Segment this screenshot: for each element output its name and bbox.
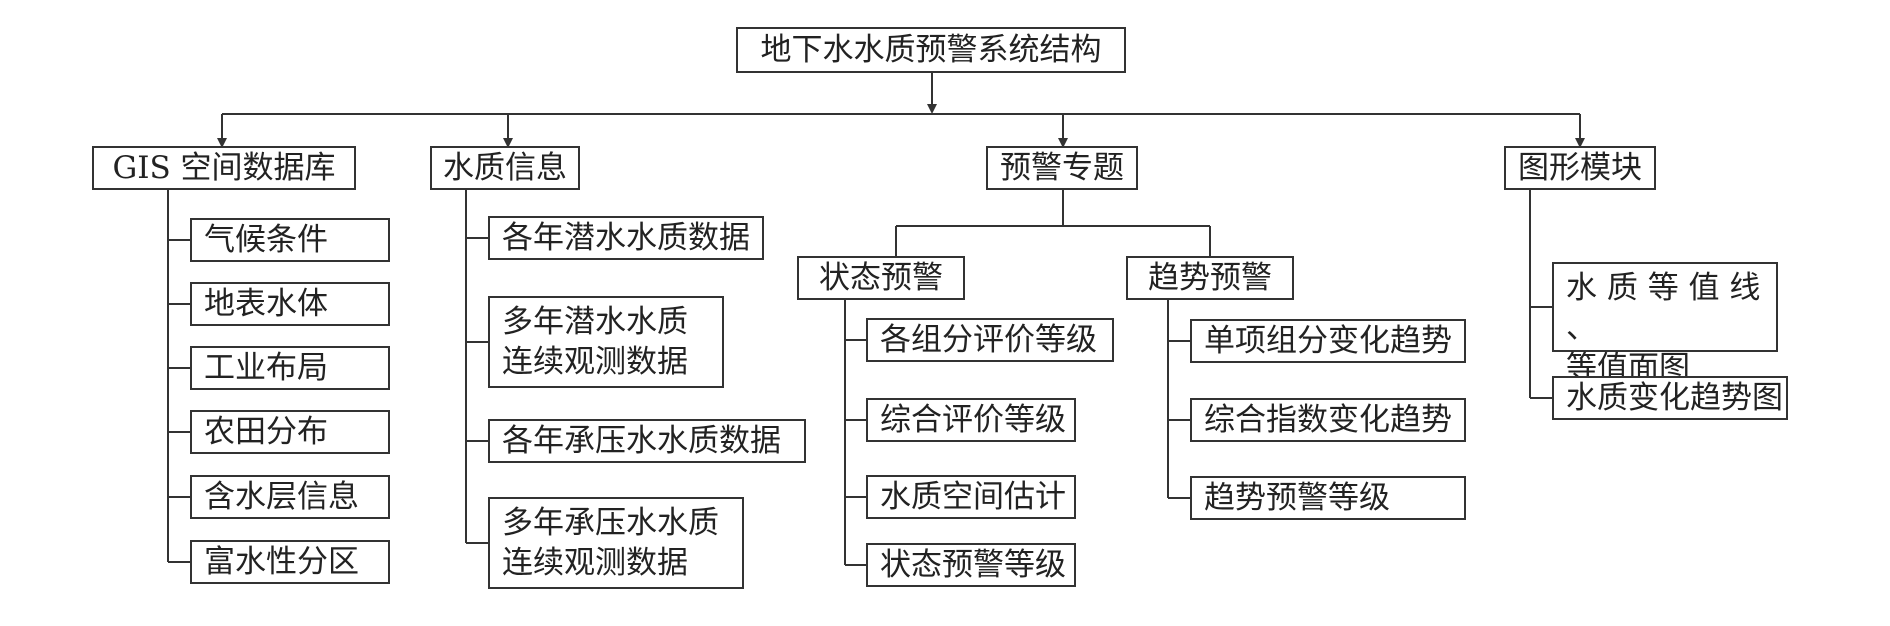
trend-warning-item: 单项组分变化趋势	[1190, 319, 1466, 363]
subgroup-trend-warning: 趋势预警	[1126, 256, 1294, 300]
branch-gis-database: GIS 空间数据库	[92, 146, 356, 190]
trend-warning-item: 趋势预警等级	[1190, 476, 1466, 520]
branch-warning-topic: 预警专题	[986, 146, 1138, 190]
gis-item: 气候条件	[190, 218, 390, 262]
state-warning-item: 水质空间估计	[866, 475, 1076, 519]
branch-graphics-module: 图形模块	[1504, 146, 1656, 190]
branch-water-quality-info: 水质信息	[430, 146, 580, 190]
graphics-item: 水质变化趋势图	[1552, 376, 1788, 420]
gis-item: 农田分布	[190, 410, 390, 454]
subgroup-state-warning: 状态预警	[797, 256, 965, 300]
graphics-item: 水 质 等 值 线 、 等值面图	[1552, 262, 1778, 386]
state-warning-item: 各组分评价等级	[866, 318, 1114, 362]
root-node: 地下水水质预警系统结构	[736, 27, 1126, 73]
trend-warning-item: 综合指数变化趋势	[1190, 398, 1466, 442]
gis-item: 含水层信息	[190, 475, 390, 519]
gis-item: 地表水体	[190, 282, 390, 326]
water-quality-item: 各年承压水水质数据	[488, 419, 806, 463]
gis-item: 富水性分区	[190, 540, 390, 584]
water-quality-item: 多年潜水水质 连续观测数据	[488, 296, 724, 388]
gis-item: 工业布局	[190, 346, 390, 390]
water-quality-item: 多年承压水水质 连续观测数据	[488, 497, 744, 589]
state-warning-item: 状态预警等级	[866, 543, 1076, 587]
state-warning-item: 综合评价等级	[866, 398, 1076, 442]
water-quality-item: 各年潜水水质数据	[488, 216, 764, 260]
